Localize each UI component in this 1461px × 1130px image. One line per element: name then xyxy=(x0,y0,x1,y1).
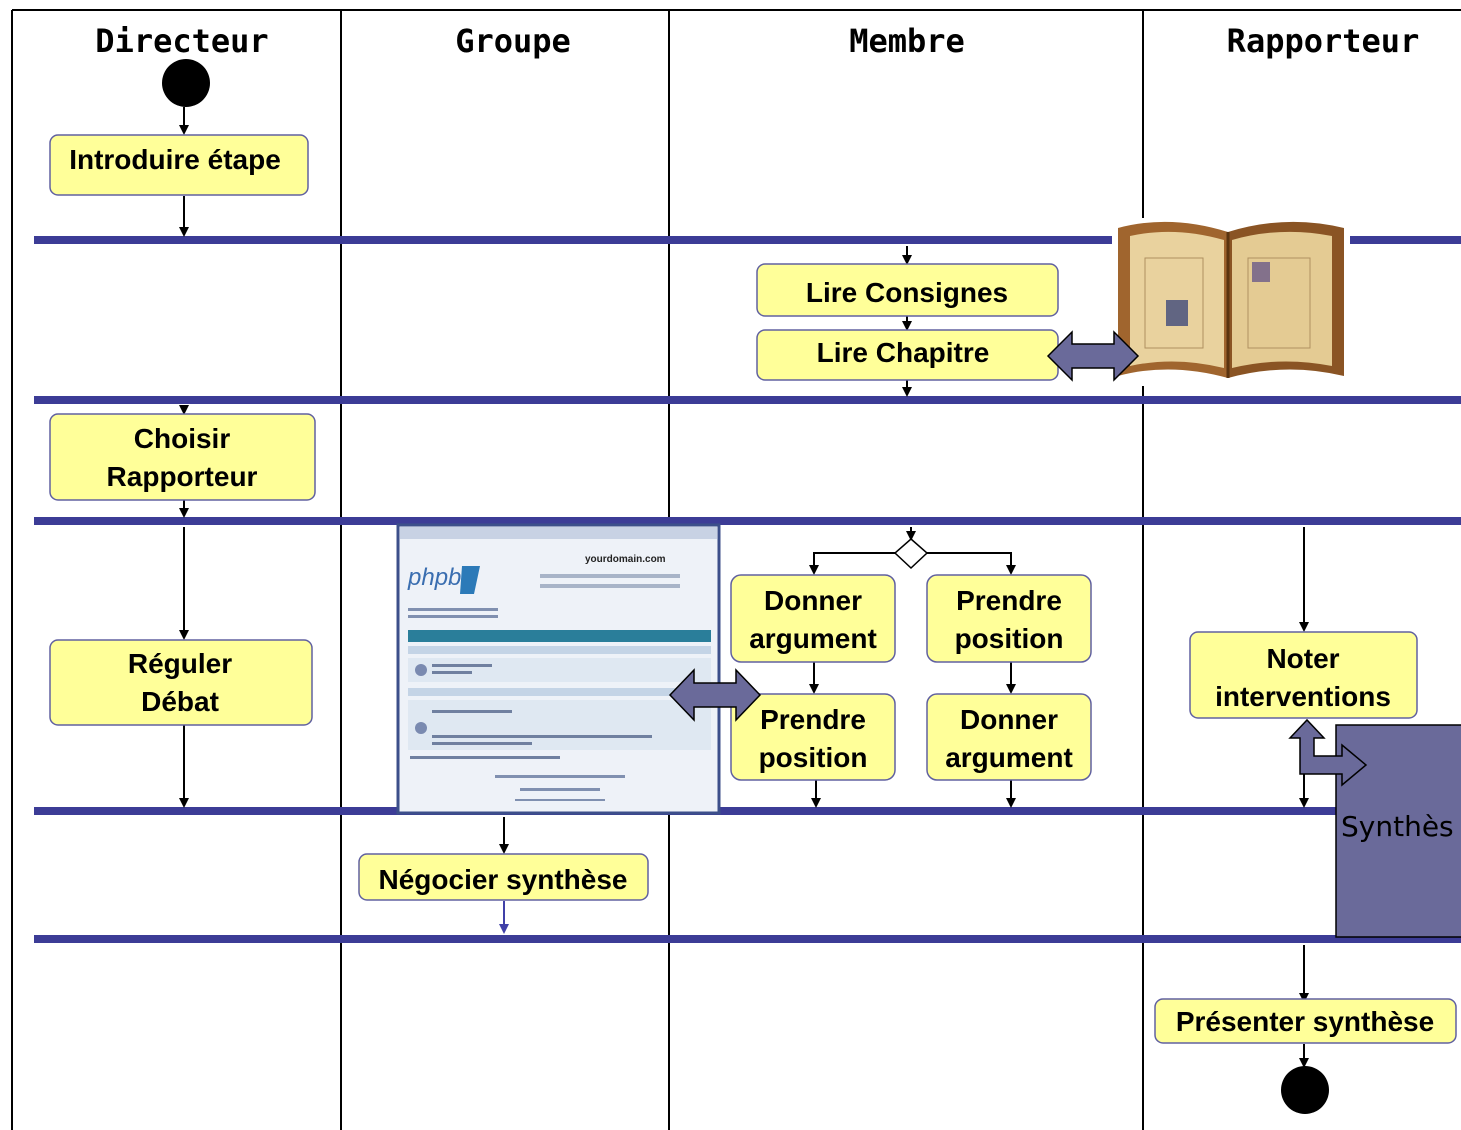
decision-node xyxy=(893,538,929,570)
book-exchange-arrow xyxy=(1046,330,1140,382)
activity-donner-argument-2: Donner argument xyxy=(926,693,1092,781)
activity-label-line1: Donner xyxy=(960,704,1058,735)
control-flows xyxy=(179,107,1309,1068)
sync-bar-1 xyxy=(34,236,1461,244)
activity-noter-interventions: Noter interventions xyxy=(1189,631,1418,719)
swimlane-grid xyxy=(11,9,1461,1130)
activity-lire-chapitre: Lire Chapitre xyxy=(756,329,1059,381)
sync-bar-3 xyxy=(34,517,1461,525)
activity-label-line1: Donner xyxy=(764,585,862,616)
synthese-update-arrow xyxy=(1288,718,1368,787)
activity-label-line2: position xyxy=(955,623,1064,654)
forum-exchange-arrow xyxy=(668,668,762,722)
activity-label: Présenter synthèse xyxy=(1176,1006,1434,1037)
activity-label-line1: Choisir xyxy=(134,423,231,454)
activity-negocier-synthese: Négocier synthèse xyxy=(358,853,649,901)
initial-node xyxy=(162,59,210,107)
activity-label-line2: Débat xyxy=(141,686,219,717)
sync-bar-5 xyxy=(34,935,1461,943)
activity-label: Lire Consignes xyxy=(806,277,1008,308)
activity-label-line2: position xyxy=(759,742,868,773)
lane-title-directeur: Directeur xyxy=(95,22,268,60)
activity-reguler-debat: Réguler Débat xyxy=(49,639,313,726)
activity-label-line2: interventions xyxy=(1215,681,1391,712)
activity-label-line2: argument xyxy=(945,742,1073,773)
forum-site: yourdomain.com xyxy=(585,554,666,565)
synthese-document: Synthès xyxy=(1335,724,1461,938)
activity-label-line1: Prendre xyxy=(956,585,1062,616)
final-node xyxy=(1281,1066,1329,1114)
activity-presenter-synthese: Présenter synthèse xyxy=(1154,998,1457,1044)
book-image xyxy=(1112,218,1350,386)
sync-bar-2 xyxy=(34,396,1461,404)
forum-screenshot: phpbb yourdomain.com xyxy=(396,523,721,815)
activity-label-line1: Prendre xyxy=(760,704,866,735)
activity-label: Introduire étape xyxy=(69,144,281,175)
activity-label: Négocier synthèse xyxy=(379,864,628,895)
activity-label-line1: Réguler xyxy=(128,648,232,679)
activity-choisir-rapporteur: Choisir Rapporteur xyxy=(49,413,316,501)
activity-label-line1: Noter xyxy=(1266,643,1339,674)
activity-label-line2: argument xyxy=(749,623,877,654)
activity-donner-argument-1: Donner argument xyxy=(730,574,896,663)
activity-label-line2: Rapporteur xyxy=(107,461,258,492)
activity-prendre-position-2: Prendre position xyxy=(730,693,896,781)
lane-title-groupe: Groupe xyxy=(455,22,571,60)
lane-title-rapporteur: Rapporteur xyxy=(1227,22,1420,60)
lane-title-membre: Membre xyxy=(849,22,965,60)
activity-prendre-position-1: Prendre position xyxy=(926,574,1092,663)
activity-lire-consignes: Lire Consignes xyxy=(756,263,1059,317)
sync-bar-4 xyxy=(34,807,1461,815)
activity-introduire-etape: Introduire étape xyxy=(49,134,309,196)
synthese-label: Synthès xyxy=(1341,810,1454,843)
activity-label: Lire Chapitre xyxy=(817,337,990,368)
